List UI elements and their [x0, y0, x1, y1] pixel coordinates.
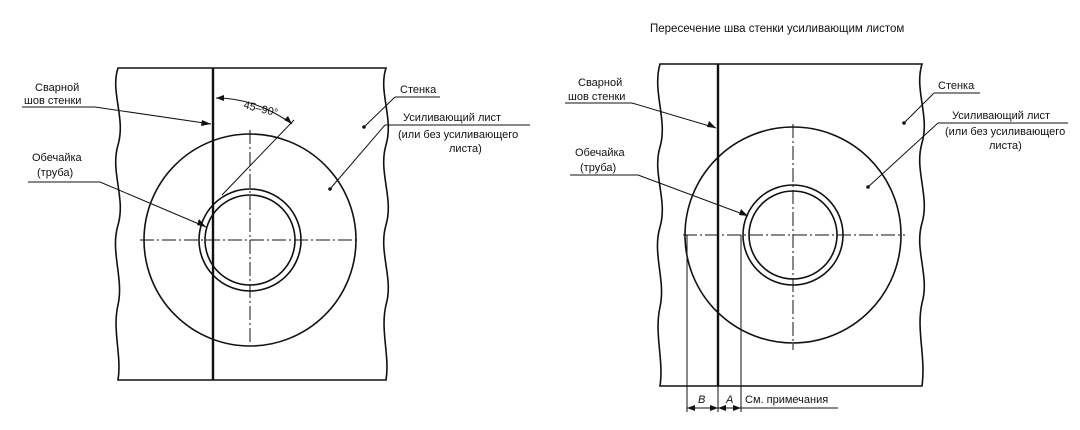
left-weld-leader-arrow [201, 120, 211, 126]
left-view: 45–90° Сварной шов стенки Стенка Усилива… [22, 67, 530, 381]
right-plate-leader [867, 122, 939, 188]
right-shell-label-2: (труба) [580, 162, 616, 174]
left-plate-label-2: (или без усиливающего [398, 129, 518, 141]
right-dim-note: См. примечания [745, 394, 828, 406]
left-angle-ray [221, 119, 295, 196]
right-shell-leader-arrow [739, 209, 748, 216]
left-angle-arrow-1 [216, 95, 224, 101]
right-wall-leader-dot [902, 121, 906, 125]
right-dim-b-label: B [698, 394, 705, 406]
right-dim-arrow-3 [718, 405, 726, 411]
left-plate-leader-dot [328, 187, 332, 191]
drawing-title: Пересечение шва стенки усиливающим листо… [650, 23, 904, 35]
left-plate-leader [329, 124, 386, 190]
left-weld-label-1: Сварной [35, 82, 79, 94]
right-weld-label-1: Сварной [578, 77, 622, 89]
right-shell-leader [637, 174, 749, 217]
right-weld-label-2: шов стенки [568, 91, 625, 103]
right-weld-leader-arrow [707, 121, 716, 128]
left-wall-label: Стенка [400, 84, 437, 96]
right-wall-label: Стенка [938, 80, 975, 92]
right-dim-arrow-4 [733, 405, 741, 411]
right-wall-leader [903, 92, 935, 124]
right-plate-label-2: (или без усиливающего [945, 126, 1065, 138]
left-shell-label-1: Обечайка [32, 152, 83, 164]
left-shell-label-2: (труба) [37, 167, 73, 179]
right-plate-label-3: листа) [989, 140, 1022, 152]
right-plate-label-1: Усиливающий лист [952, 110, 1050, 122]
right-dim-a-label: A [725, 394, 733, 406]
left-plate-label-1: Усиливающий лист [403, 112, 501, 124]
right-shell-label-1: Обечайка [575, 147, 626, 159]
left-weld-leader [94, 106, 212, 125]
left-wall-leader [363, 96, 396, 128]
left-angle-label: 45–90° [242, 99, 279, 119]
left-wall-outline [114, 67, 390, 381]
left-weld-label-2: шов стенки [24, 95, 81, 107]
right-dim-arrow-2 [710, 405, 718, 411]
right-dim-arrow-1 [687, 405, 695, 411]
left-plate-label-3: листа) [449, 143, 482, 155]
right-wall-outline [656, 63, 926, 387]
right-plate-leader-dot [866, 185, 870, 189]
left-wall-leader-dot [362, 125, 366, 129]
right-view: Пересечение шва стенки усиливающим листо… [565, 23, 1068, 412]
right-weld-leader [631, 102, 717, 129]
left-angle-arrow-2 [284, 116, 292, 124]
left-shell-leader-arrow [197, 219, 206, 227]
left-shell-leader [99, 181, 207, 228]
